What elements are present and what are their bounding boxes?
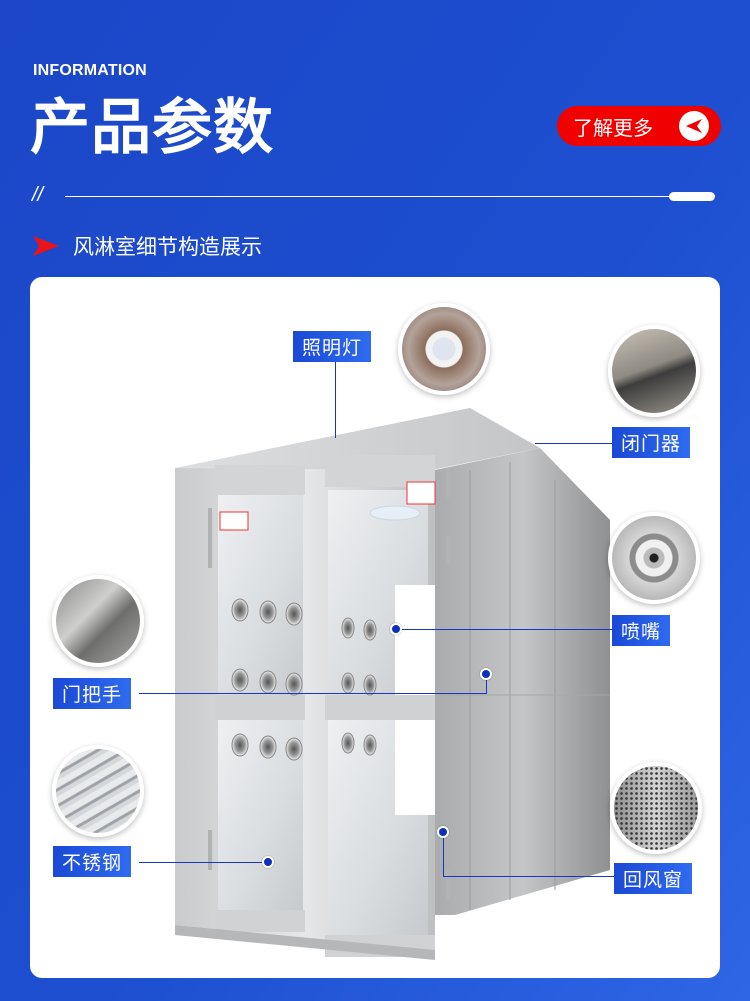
section-heading: 风淋室细节构造展示: [33, 231, 262, 261]
tag-door-closer[interactable]: 闭门器: [612, 427, 691, 458]
return-air-window-leader-line: [443, 876, 614, 877]
red-arrow-icon: [33, 236, 59, 256]
stainless-steel-leader-line: [139, 862, 269, 863]
section-heading-text: 风淋室细节构造展示: [73, 235, 262, 259]
tag-lighting[interactable]: 照明灯: [293, 331, 372, 362]
arrow-circle-icon: [679, 111, 709, 141]
divider-line: [65, 196, 675, 197]
learn-more-label: 了解更多: [573, 115, 653, 140]
tag-door-handle-label: 门把手: [62, 684, 123, 706]
door-handle-marker-dot[interactable]: [480, 668, 492, 680]
page-title: 产品参数: [30, 93, 274, 163]
return-air-window-thumb-icon: [610, 762, 702, 854]
door-handle-thumb-icon: [52, 575, 144, 667]
divider-mark: //: [32, 184, 44, 206]
send-arrow-icon: [686, 119, 702, 133]
lighting-thumb-icon: [398, 303, 490, 395]
nozzle-marker-dot[interactable]: [390, 623, 402, 635]
door-closer-thumb-icon: [608, 325, 700, 417]
tag-return-air-window[interactable]: 回风窗: [614, 863, 693, 894]
nozzle-leader-line: [402, 629, 612, 630]
divider-pill: [669, 192, 715, 201]
tag-stainless-steel-label: 不锈钢: [62, 852, 123, 874]
door-closer-leader-line: [535, 443, 612, 444]
tag-door-closer-label: 闭门器: [621, 433, 682, 455]
learn-more-button[interactable]: 了解更多: [557, 106, 721, 146]
tag-nozzle[interactable]: 喷嘴: [612, 615, 671, 646]
stainless-steel-marker-dot[interactable]: [262, 856, 274, 868]
door-handle-leader-line: [139, 693, 486, 694]
tag-stainless-steel[interactable]: 不锈钢: [53, 846, 132, 877]
air-shower-room-image: [175, 408, 610, 960]
tag-lighting-label: 照明灯: [302, 337, 363, 359]
door-handle-leader-riser: [486, 675, 487, 694]
stainless-steel-thumb-icon: [52, 745, 144, 837]
tag-return-air-window-label: 回风窗: [623, 869, 684, 891]
eyebrow-label: INFORMATION: [33, 62, 147, 79]
tag-door-handle[interactable]: 门把手: [53, 678, 132, 709]
tag-nozzle-label: 喷嘴: [621, 621, 662, 643]
nozzle-thumb-icon: [608, 512, 700, 604]
return-air-window-leader-riser: [443, 836, 444, 877]
return-air-window-marker-dot[interactable]: [437, 826, 449, 838]
lighting-leader-line: [335, 362, 336, 438]
